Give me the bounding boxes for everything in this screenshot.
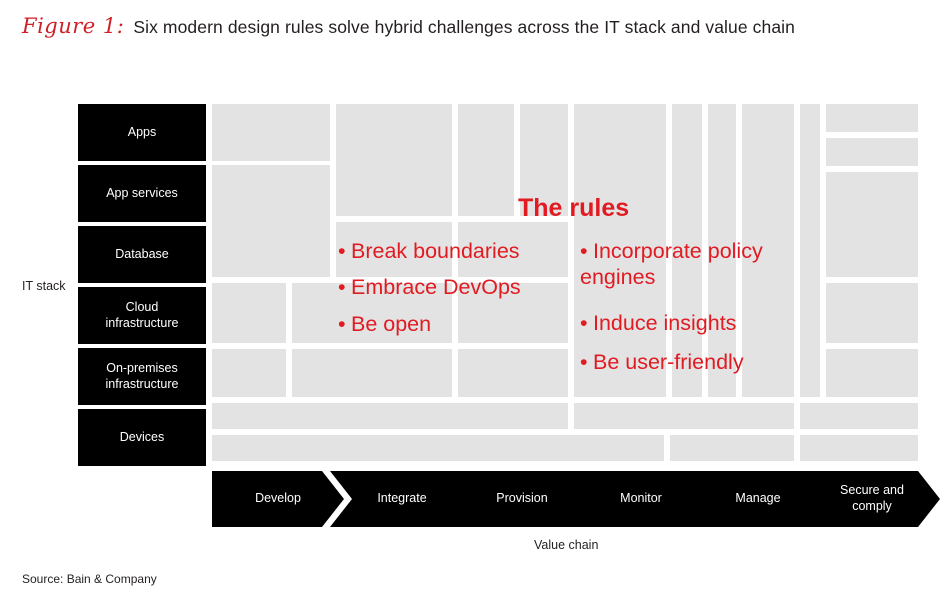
- rule-incorporate-policy-engines: •Incorporate policy engines: [580, 238, 816, 290]
- rule-be-user-friendly: •Be user-friendly: [580, 349, 744, 375]
- mosaic-cell: [520, 104, 568, 216]
- figure-title: Six modern design rules solve hybrid cha…: [133, 17, 796, 37]
- mosaic-cell: [212, 283, 286, 343]
- rule-be-open: •Be open: [338, 311, 431, 337]
- stack-row-apps: Apps: [78, 104, 206, 161]
- rule-embrace-devops: •Embrace DevOps: [338, 274, 521, 300]
- mosaic-cell: [800, 104, 820, 397]
- mosaic-cell: [800, 403, 918, 429]
- mosaic-cell: [826, 283, 918, 343]
- stack-row-app-services: App services: [78, 165, 206, 222]
- mosaic-cell: [458, 222, 568, 277]
- stack-row-cloud-infrastructure: Cloud infrastructure: [78, 287, 206, 344]
- rule-break-boundaries: •Break boundaries: [338, 238, 520, 264]
- mosaic-cell: [212, 435, 664, 461]
- bullet-icon: •: [580, 350, 588, 374]
- value-chain-monitor[interactable]: Monitor: [570, 471, 712, 527]
- mosaic-cell: [212, 349, 286, 397]
- rule-text: Be user-friendly: [593, 350, 744, 374]
- mosaic-cell: [574, 104, 666, 397]
- mosaic-cell: [672, 104, 702, 397]
- mosaic-cell: [212, 403, 568, 429]
- rule-text: Induce insights: [593, 311, 737, 335]
- stack-row-database: Database: [78, 226, 206, 283]
- stack-row-on-premises-infrastructure: On-premises infrastructure: [78, 348, 206, 405]
- mosaic-cell: [670, 435, 794, 461]
- mosaic-cell: [292, 349, 452, 397]
- mosaic-cell: [336, 222, 452, 277]
- mosaic-cell: [708, 104, 736, 397]
- value-chain-develop[interactable]: Develop: [212, 471, 344, 527]
- figure-title-row: Figure 1: Six modern design rules solve …: [22, 14, 795, 38]
- rules-heading: The rules: [518, 194, 630, 222]
- mosaic-cell: [458, 283, 568, 343]
- mosaic-cell: [458, 349, 568, 397]
- source-note: Source: Bain & Company: [22, 572, 157, 586]
- mosaic-cell: [292, 283, 452, 343]
- mosaic-cell: [826, 172, 918, 277]
- mosaic-cell: [212, 104, 330, 161]
- bullet-icon: •: [338, 312, 346, 336]
- rule-text: Break boundaries: [351, 239, 520, 263]
- mosaic-cell: [574, 403, 794, 429]
- mosaic-cell: [826, 104, 918, 132]
- stack-row-devices: Devices: [78, 409, 206, 466]
- value-chain-secure-and-comply[interactable]: Secure and comply: [804, 471, 940, 527]
- mosaic-cell: [336, 104, 452, 216]
- mosaic-cell: [826, 349, 918, 397]
- mosaic-cell: [742, 104, 794, 397]
- rule-text: Incorporate policy engines: [580, 239, 763, 290]
- mosaic-cell: [458, 104, 514, 216]
- rule-text: Embrace DevOps: [351, 275, 521, 299]
- x-axis-label: Value chain: [534, 538, 599, 552]
- rule-induce-insights: •Induce insights: [580, 310, 736, 336]
- value-chain-manage[interactable]: Manage: [688, 471, 828, 527]
- mosaic-cell: [212, 165, 330, 277]
- value-chain-provision[interactable]: Provision: [450, 471, 594, 527]
- y-axis-label: IT stack: [22, 279, 66, 293]
- bullet-icon: •: [580, 239, 588, 263]
- mosaic-cell: [800, 435, 918, 461]
- mosaic-cell: [826, 138, 918, 166]
- bullet-icon: •: [338, 239, 346, 263]
- bullet-icon: •: [338, 275, 346, 299]
- bullet-icon: •: [580, 311, 588, 335]
- rule-text: Be open: [351, 312, 432, 336]
- figure-label: Figure 1:: [22, 14, 125, 38]
- value-chain-integrate[interactable]: Integrate: [330, 471, 474, 527]
